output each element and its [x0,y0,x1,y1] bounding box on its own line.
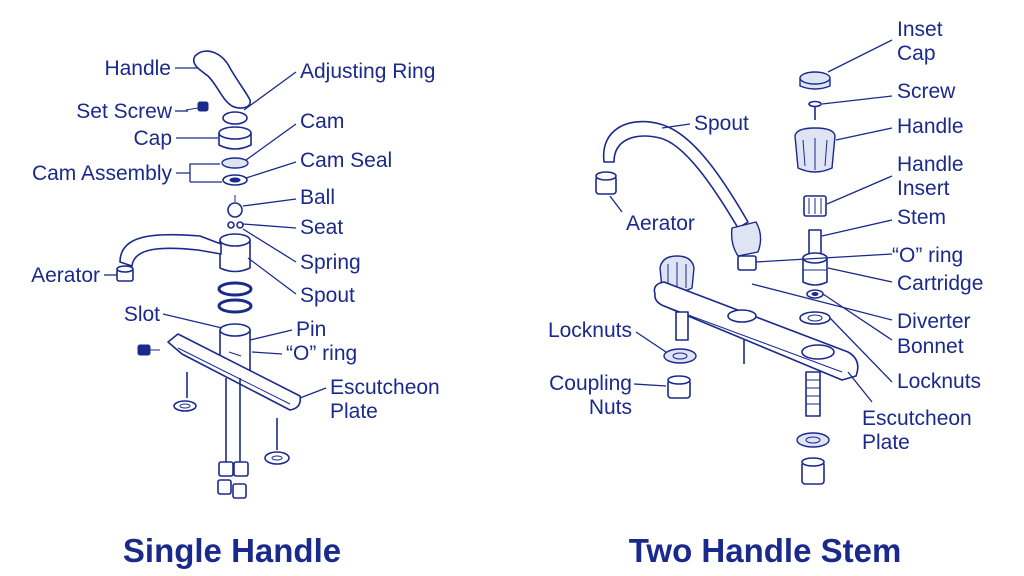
label-cam-seal: Cam Seal [300,149,392,172]
right-aerator-part [595,171,617,195]
label-bonnet: Bonnet [897,335,964,358]
adjusting-ring-part [222,111,248,125]
label-seat: Seat [300,216,343,239]
spout-base-part [730,221,762,271]
lever-handle-part [192,50,251,109]
label-spout-right: Spout [694,112,749,135]
label-stem: Stem [897,206,946,229]
stem-part [808,229,822,257]
label-escutcheon-left-2: Plate [330,400,378,423]
label-diverter: Diverter [897,310,971,333]
label-pin: Pin [296,318,326,341]
label-o-ring-right: “O” ring [892,244,963,267]
left-mount-nut-2 [264,451,290,465]
set-screw-part [185,101,209,112]
diverter-part [806,289,824,299]
label-inset-cap-1: Inset [897,18,943,41]
cam-part [221,157,249,169]
label-cartridge: Cartridge [897,272,983,295]
label-aerator-left: Aerator [31,264,100,287]
label-locknuts-left: Locknuts [548,319,632,342]
label-screw: Screw [897,80,956,103]
single-handle-parts [116,50,302,499]
label-slot: Slot [124,303,160,326]
label-coupling-nuts-2: Nuts [589,396,632,419]
left-coupling-nut-part [667,375,691,399]
two-handle-parts [595,71,859,485]
left-escutcheon-plate [167,333,302,411]
label-set-screw: Set Screw [76,100,173,123]
label-escutcheon-right-1: Escutcheon [862,407,972,430]
label-handle-right: Handle [897,115,964,138]
label-ball: Ball [300,186,335,209]
title-single-handle: Single Handle [123,532,341,569]
cap-part [218,126,252,150]
right-coupling-nut-part [801,457,825,485]
stem-handle-part [794,127,836,173]
label-locknuts-right: Locknuts [897,370,981,393]
left-coupling-nuts [217,461,249,499]
left-mount-nut-1 [173,400,197,412]
right-leaders [609,39,893,403]
inset-cap-part [799,71,831,90]
label-handle-insert-1: Handle [897,153,964,176]
label-handle: Handle [104,57,171,80]
right-labels: Inset Cap Screw Spout Handle Handle Inse… [548,18,983,454]
o-ring-lower [217,298,253,314]
ball-part [227,202,243,218]
right-escutcheon-plate [653,281,859,381]
label-escutcheon-left-1: Escutcheon [330,376,440,399]
left-aerator-part [116,265,134,282]
label-adjusting-ring: Adjusting Ring [300,60,435,83]
label-cam-assembly: Cam Assembly [32,162,173,185]
left-labels: Handle Adjusting Ring Set Screw Cap Cam … [31,57,440,423]
label-coupling-nuts-1: Coupling [549,372,632,395]
label-cap: Cap [133,127,172,150]
seat-part [236,221,244,229]
o-ring-upper [217,281,253,297]
label-spring: Spring [300,251,361,274]
spout-sleeve-part [219,233,251,273]
label-spout-left: Spout [300,284,355,307]
label-inset-cap-2: Cap [897,42,936,65]
left-leaders [104,67,327,399]
right-locknut-part [796,432,830,448]
label-cam: Cam [300,110,344,133]
label-handle-insert-2: Insert [897,177,950,200]
plate-screw-part [137,344,160,356]
label-o-ring-left: “O” ring [286,342,357,365]
title-two-handle-stem: Two Handle Stem [629,532,902,569]
bonnet-part [799,311,831,325]
label-aerator-right: Aerator [626,212,695,235]
screw-part [808,100,822,120]
cartridge-part [802,252,828,286]
handle-insert-part [803,195,827,217]
single-spout-part [119,233,222,267]
label-escutcheon-right-2: Plate [862,431,910,454]
left-locknut-part [663,348,697,364]
